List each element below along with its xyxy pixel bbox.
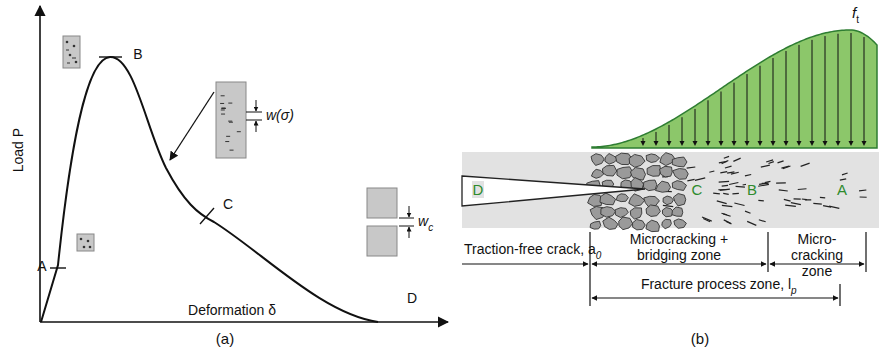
label: Load P <box>10 128 26 172</box>
load-curve <box>41 57 378 322</box>
label: Deformation δ <box>188 302 276 318</box>
subscript: 0 <box>596 250 602 262</box>
stress-distribution <box>592 30 877 148</box>
specimen-icon-elastic <box>77 234 94 251</box>
label: Traction-free crack, a <box>464 241 596 257</box>
tick-b <box>99 56 122 57</box>
label: Micro-cracking zone <box>775 231 859 279</box>
label: f <box>852 4 856 21</box>
dimension-lines <box>462 232 866 306</box>
tick-c <box>200 208 214 224</box>
label: Fracture process zone, l <box>641 276 791 292</box>
callout-arrow <box>170 92 214 160</box>
specimen-icon-softening <box>216 82 262 158</box>
subscript: c <box>428 222 433 234</box>
label: B <box>746 181 758 198</box>
label: C <box>691 181 704 198</box>
label: D <box>472 181 485 198</box>
x-axis <box>40 321 448 323</box>
y-axis <box>39 6 41 322</box>
label: D <box>407 290 417 306</box>
subscript: t <box>856 14 859 26</box>
stress-arrows <box>641 33 867 146</box>
label: B <box>133 46 142 62</box>
tick-a <box>50 267 66 268</box>
concrete-strip <box>462 152 879 228</box>
traction-free-crack <box>462 176 645 206</box>
specimen-icon-separated <box>367 188 414 256</box>
label: w <box>418 213 428 229</box>
label: (b) <box>691 330 709 347</box>
label: A <box>37 258 46 274</box>
label: w(σ) <box>266 107 294 123</box>
label: C <box>223 196 233 212</box>
microcracks <box>662 156 866 225</box>
specimen-icon-pre-peak <box>63 36 80 68</box>
label: (a) <box>216 330 234 347</box>
label: A <box>836 181 848 198</box>
subscript: p <box>791 285 797 297</box>
label: Microcracking + bridging zone <box>624 231 734 263</box>
